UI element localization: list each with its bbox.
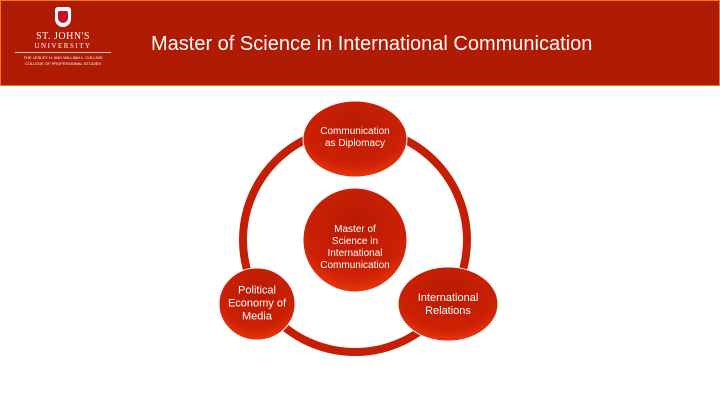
node-label-political: Political Economy of Media (227, 284, 287, 323)
node-international-relations (397, 266, 499, 342)
slide-header: ST. JOHN'S UNIVERSITY THE LESLEY H. AND … (0, 0, 720, 86)
slide-title: Master of Science in International Commu… (151, 33, 593, 55)
node-political-economy (218, 267, 296, 341)
logo-university: UNIVERSITY (15, 42, 111, 53)
center-node (302, 187, 408, 293)
node-label-relations: International Relations (417, 292, 479, 317)
center-label: Master of Science in International Commu… (320, 224, 390, 271)
node-label-communication: Communication as Diplomacy (320, 126, 390, 149)
logo-college: THE LESLEY H. AND WILLIAM L. COLLINS COL… (23, 55, 103, 66)
crest-icon (55, 7, 71, 27)
node-communication-diplomacy (302, 100, 408, 178)
logo-name: ST. JOHN'S (36, 31, 90, 42)
university-logo: ST. JOHN'S UNIVERSITY THE LESLEY H. AND … (15, 7, 111, 77)
